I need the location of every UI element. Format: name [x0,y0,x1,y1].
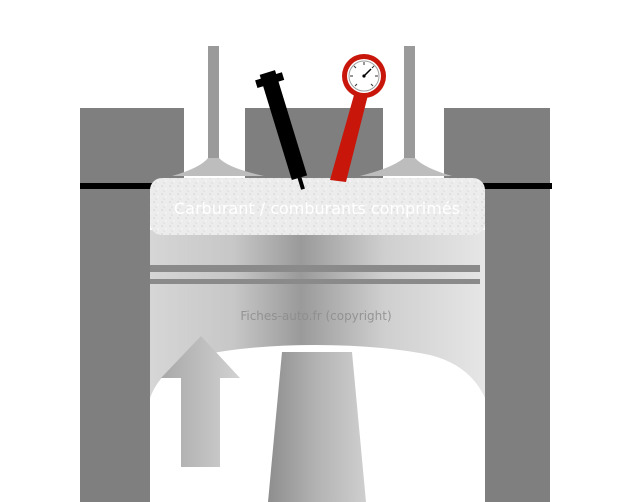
combustion-chamber [150,178,485,235]
head-block-right [444,108,550,186]
head-block-center [245,108,383,186]
chamber-label: Carburant / comburants comprimés [174,199,460,218]
upward-arrow-icon [161,336,240,467]
piston-ring [150,279,480,284]
head-block-left [80,108,184,186]
exhaust-valve [360,46,452,176]
connecting-rod [268,352,366,502]
piston-ring [150,265,480,272]
intake-valve [172,46,264,176]
injector-icon [255,70,308,190]
watermark-text: Fiches-auto.fr (copyright) [240,309,391,323]
pressure-gauge-icon [330,54,386,182]
